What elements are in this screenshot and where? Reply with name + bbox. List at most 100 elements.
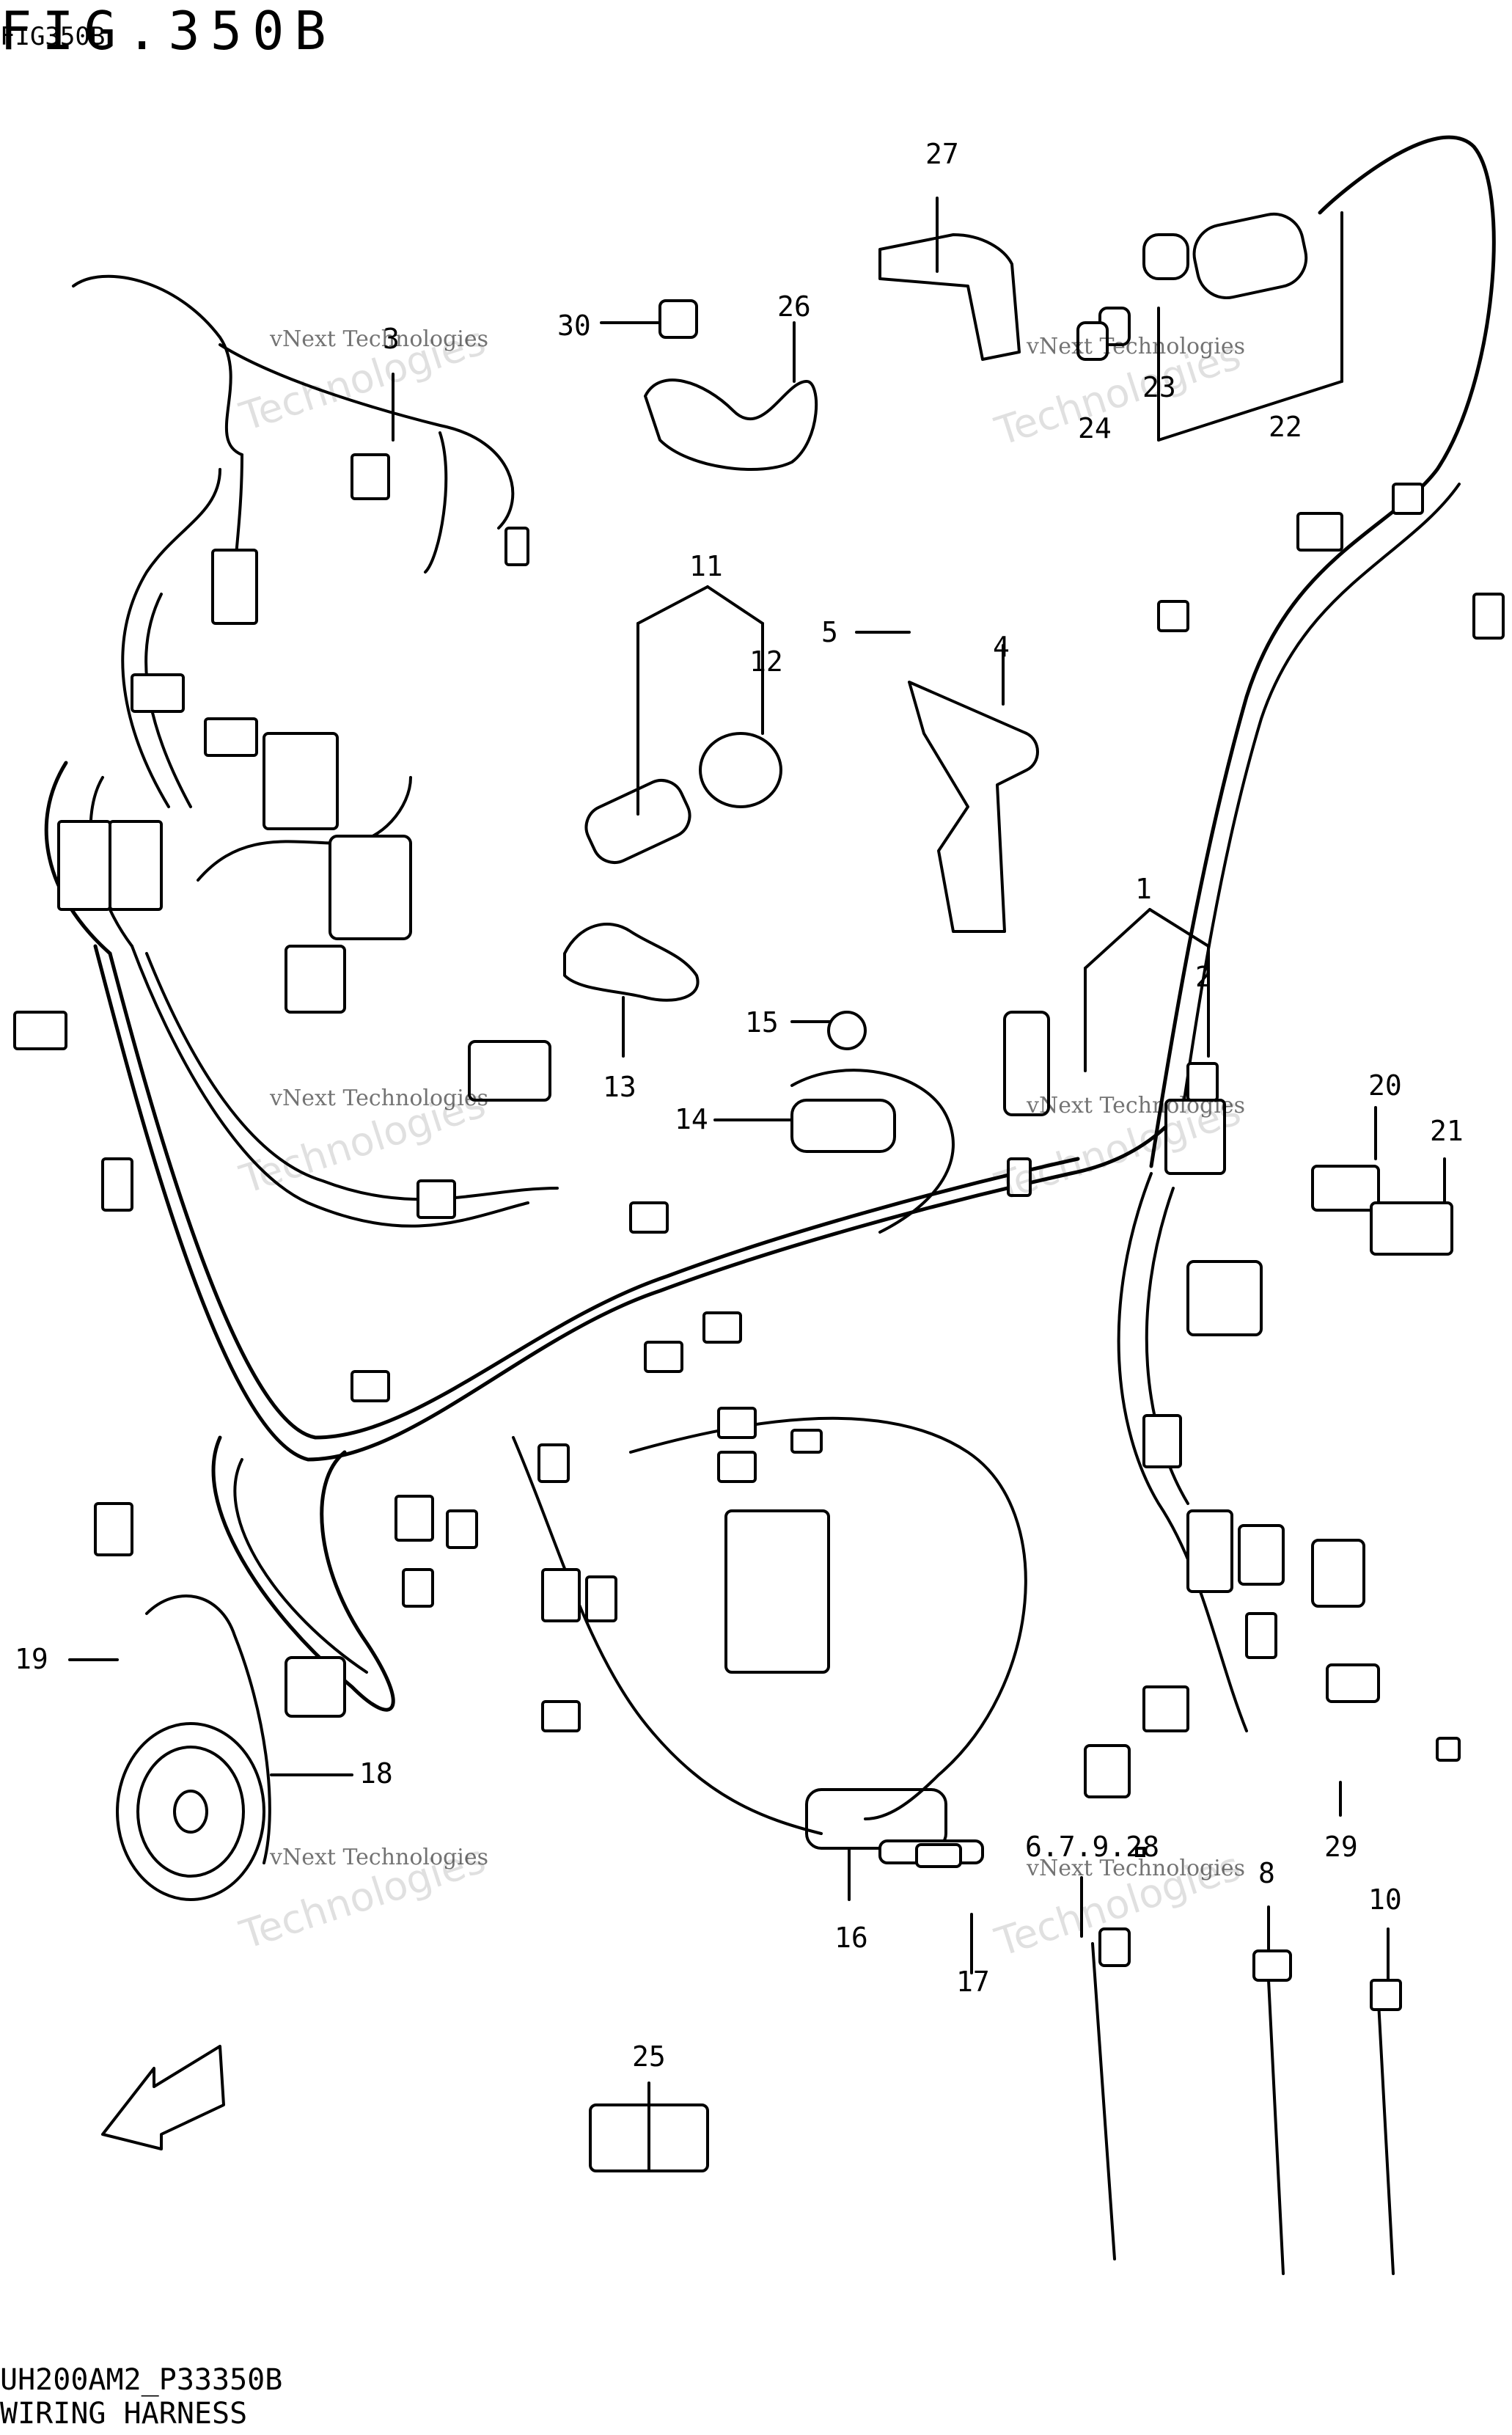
horn-bracket (145, 1594, 271, 1864)
connector (1238, 1524, 1285, 1586)
connector (1084, 1744, 1131, 1798)
callout-18: 18 (359, 1757, 393, 1790)
connector (329, 835, 412, 940)
connector (1157, 600, 1189, 632)
connector (541, 1568, 581, 1622)
connector (351, 453, 390, 500)
connector (537, 1443, 570, 1483)
connector (351, 1370, 390, 1402)
watermark: vNext Technologies (270, 1845, 489, 1870)
connector (1135, 1847, 1145, 1857)
connector (585, 1575, 617, 1622)
connector (101, 1157, 133, 1212)
connector (1311, 1165, 1380, 1212)
connector (285, 945, 346, 1014)
connector (263, 732, 339, 830)
callout-21: 21 (1430, 1115, 1464, 1147)
bracket-26 (644, 378, 818, 471)
watermark: vNext Technologies (270, 1085, 489, 1111)
socket-11 (584, 779, 691, 864)
connector (1252, 1949, 1292, 1982)
switch-16 (805, 1788, 947, 1850)
fwd-arrow-shape (101, 2045, 225, 2150)
connector (94, 1502, 133, 1556)
main-harness-trunk (93, 944, 1205, 1462)
connector (717, 1407, 757, 1439)
harness-wire-3a (72, 274, 243, 456)
connector (504, 527, 529, 566)
connector (658, 299, 698, 339)
connector (702, 1311, 742, 1344)
callout-17: 17 (956, 1966, 990, 1998)
connector (468, 1040, 551, 1102)
horn-ring-2 (173, 1790, 208, 1834)
callout-8: 8 (1258, 1857, 1275, 1889)
cylinder-22 (1192, 212, 1308, 300)
harness-right-up-2 (1172, 483, 1461, 1175)
connector (629, 1201, 669, 1234)
connector (1003, 1011, 1050, 1116)
bracket-27 (878, 233, 1021, 361)
harness-right-lower-2 (1145, 1187, 1189, 1505)
callout-20: 20 (1368, 1069, 1402, 1102)
cap-12 (699, 732, 782, 808)
callout-26: 26 (777, 290, 811, 323)
relay-box (724, 1509, 830, 1674)
callout-11: 11 (689, 550, 723, 582)
figure-name: WIRING HARNESS (0, 2397, 248, 2431)
connector (644, 1341, 683, 1373)
connector (1370, 1979, 1402, 2011)
connector (1311, 1539, 1365, 1608)
callout-12: 12 (749, 645, 783, 678)
connector (1142, 1414, 1182, 1468)
callout-10: 10 (1368, 1883, 1402, 1916)
switch-14 (790, 1099, 896, 1153)
connector (1436, 1737, 1461, 1762)
watermark: vNext Technologies (270, 326, 489, 352)
harness-lower-loop (211, 1435, 395, 1712)
watermark: vNext Technologies (1027, 1093, 1246, 1118)
harness-upper-branch (131, 945, 529, 1228)
harness-wire-3d (424, 431, 448, 574)
callout-6: 6.7.9.28 (1025, 1831, 1160, 1863)
connector (1186, 1260, 1263, 1336)
connector (1326, 1663, 1380, 1703)
connector (1098, 1927, 1131, 1967)
connector (1472, 593, 1505, 640)
connector (1296, 512, 1343, 552)
connector (1245, 1612, 1277, 1659)
harness-upper-branch-2 (145, 952, 559, 1201)
connector (1076, 321, 1109, 361)
connector (1142, 233, 1189, 280)
connector (827, 1011, 867, 1050)
connector (915, 1843, 962, 1868)
figure-title: FIG.350B (0, 0, 337, 62)
connector (1007, 1157, 1032, 1197)
connector (1142, 1685, 1189, 1732)
connector (416, 1179, 456, 1219)
callout-3: 3 (383, 323, 400, 355)
harness-left-branch (44, 761, 112, 956)
callout-23: 23 (1142, 371, 1176, 403)
main-harness-trunk-2 (108, 951, 1080, 1440)
connector (211, 549, 258, 625)
harness-mid-branch (512, 1436, 823, 1835)
connector (204, 717, 258, 757)
connector (131, 673, 185, 713)
figure-code: UH200AM2_P33350B (0, 2363, 283, 2397)
connector (1186, 1509, 1233, 1593)
bracket-4 (908, 681, 1039, 933)
watermark: vNext Technologies (1027, 334, 1246, 359)
callout-27: 27 (925, 138, 959, 170)
callout-16: 16 (834, 1922, 868, 1954)
callout-19: 19 (15, 1643, 48, 1675)
callout-14: 14 (675, 1103, 708, 1135)
callout-25: 25 (632, 2040, 666, 2073)
connector (1392, 483, 1424, 515)
connector (285, 1656, 346, 1718)
connector (109, 820, 163, 911)
connector (790, 1429, 823, 1454)
callout-30: 30 (557, 310, 591, 342)
callout-5: 5 (821, 616, 838, 648)
